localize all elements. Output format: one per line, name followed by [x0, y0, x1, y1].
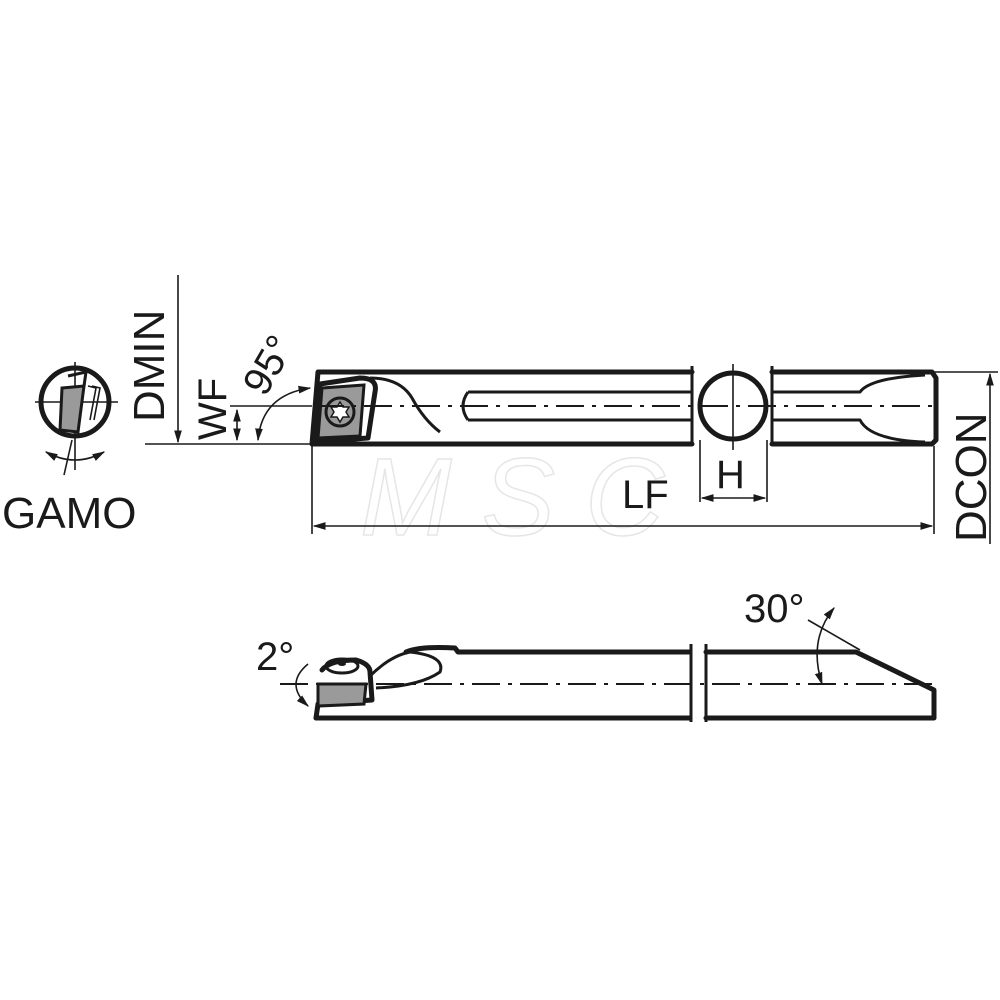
side-view: [280, 644, 940, 722]
label-angle-2: 2°: [256, 635, 294, 679]
label-dcon: DCON: [947, 412, 996, 542]
label-gamo: GAMO: [2, 489, 136, 538]
insert-end-icon: [58, 384, 86, 434]
watermark: MSC: [360, 436, 694, 559]
insert-side-icon: [316, 682, 368, 708]
label-h: H: [716, 453, 745, 497]
label-wf: WF: [191, 378, 235, 440]
top-view: [309, 364, 940, 450]
label-angle-95: 95°: [235, 328, 303, 402]
label-lf: LF: [622, 473, 669, 517]
label-angle-30: 30°: [744, 587, 805, 631]
end-view: [35, 362, 118, 476]
label-dmin: DMIN: [125, 310, 174, 422]
